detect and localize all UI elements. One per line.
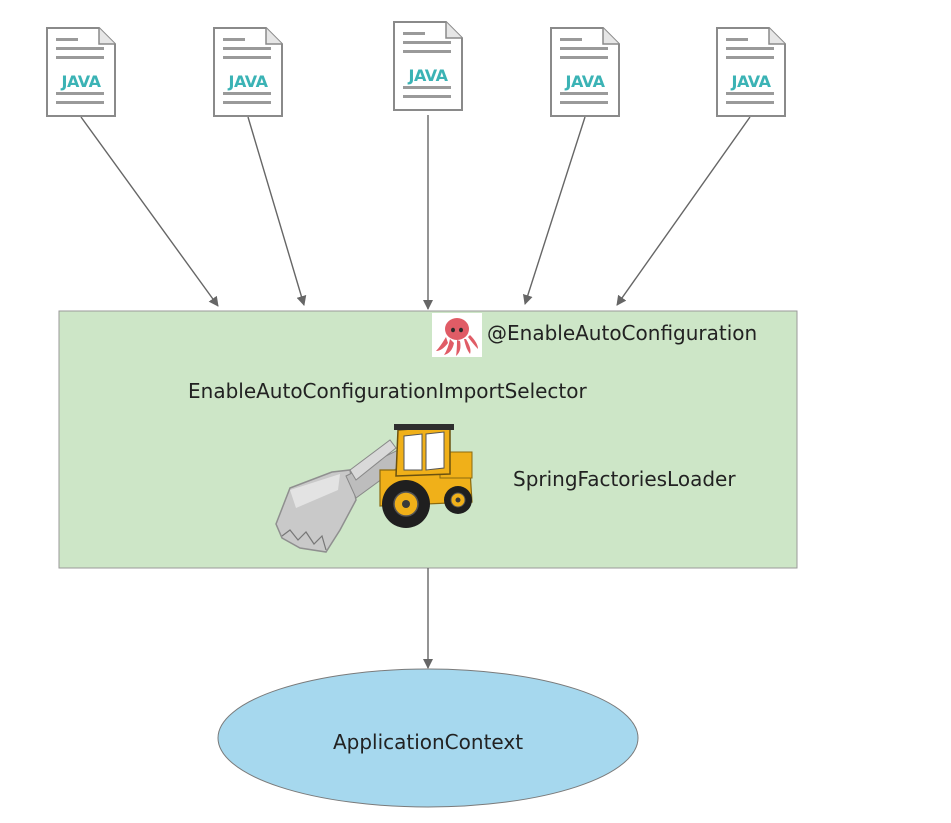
java-file-4: JAVA bbox=[550, 27, 620, 117]
java-file-label: JAVA bbox=[228, 72, 269, 91]
octopus-icon bbox=[432, 313, 482, 357]
java-file-label: JAVA bbox=[565, 72, 606, 91]
java-file-label: JAVA bbox=[408, 66, 449, 85]
loader-truck-icon bbox=[275, 424, 473, 553]
arrow-file-2 bbox=[247, 116, 307, 306]
auto-configuration-box: @EnableAutoConfiguration EnableAutoConfi… bbox=[58, 310, 798, 569]
java-file-label: JAVA bbox=[61, 72, 102, 91]
application-context-label: ApplicationContext bbox=[333, 730, 523, 754]
application-context-node: ApplicationContext bbox=[217, 668, 639, 808]
arrow-file-4 bbox=[522, 116, 586, 305]
java-file-3: JAVA bbox=[393, 21, 463, 111]
spring-factories-loader-label: SpringFactoriesLoader bbox=[513, 467, 736, 491]
java-file-1: JAVA bbox=[46, 27, 116, 117]
arrow-file-5 bbox=[616, 116, 751, 306]
arrow-file-1 bbox=[80, 116, 219, 307]
import-selector-label: EnableAutoConfigurationImportSelector bbox=[188, 379, 588, 403]
java-file-label: JAVA bbox=[731, 72, 772, 91]
enable-auto-configuration-label: @EnableAutoConfiguration bbox=[487, 321, 757, 345]
java-file-2: JAVA bbox=[213, 27, 283, 117]
java-file-5: JAVA bbox=[716, 27, 786, 117]
file-arrows bbox=[80, 115, 751, 310]
